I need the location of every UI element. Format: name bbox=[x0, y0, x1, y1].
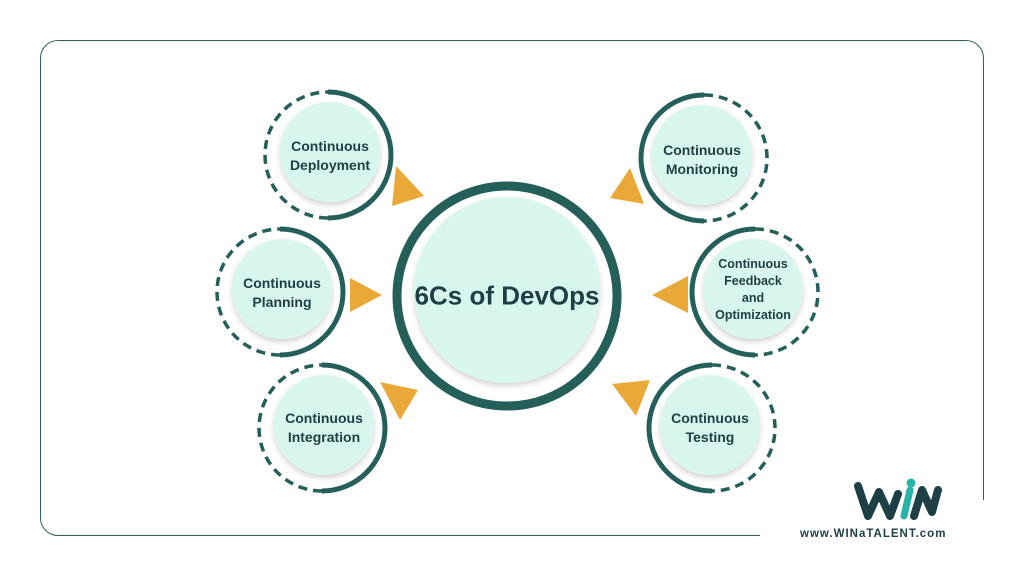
brand-url: www.WINaTALENT.com bbox=[800, 528, 947, 540]
center-title: 6Cs of DevOps bbox=[414, 280, 600, 311]
node-label-testing: Continuous Testing bbox=[671, 410, 749, 445]
node-label-deployment: Continuous Deployment bbox=[289, 138, 371, 173]
arrow-monitoring bbox=[610, 168, 644, 204]
arrow-integration bbox=[380, 382, 418, 420]
center-node bbox=[392, 181, 622, 411]
arrow-testing bbox=[612, 380, 650, 416]
node-integration bbox=[257, 362, 388, 494]
node-label-planning: Continuous Planning bbox=[243, 275, 321, 310]
node-feedback bbox=[689, 226, 820, 358]
arrow-planning bbox=[350, 278, 382, 312]
winatalent-logo bbox=[854, 478, 942, 520]
arrow-deployment bbox=[392, 166, 424, 206]
node-deployment bbox=[263, 89, 394, 221]
diagram-frame bbox=[40, 40, 984, 536]
node-label-feedback: Continuous Feedback and Optimization bbox=[715, 257, 791, 322]
arrow-feedback bbox=[652, 276, 688, 313]
node-label-integration: Continuous Integration bbox=[285, 410, 363, 445]
node-planning bbox=[215, 226, 346, 358]
node-monitoring bbox=[638, 92, 769, 224]
node-label-monitoring: Continuous Monitoring bbox=[663, 142, 741, 177]
node-testing bbox=[646, 362, 777, 494]
